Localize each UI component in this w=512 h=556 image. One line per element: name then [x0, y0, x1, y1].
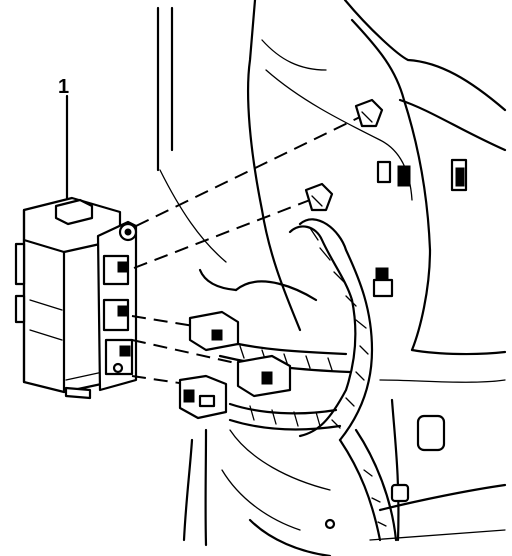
- connector-guide-lines: [131, 315, 241, 385]
- harness-connectors: [178, 310, 292, 420]
- control-module: [14, 196, 138, 400]
- mounting-fasteners: [133, 98, 384, 269]
- callout-label-1: 1: [58, 76, 70, 98]
- wiring-harness: [198, 218, 398, 542]
- body-slot-cutouts: [324, 158, 468, 530]
- vehicle-body-panel: [156, 0, 507, 556]
